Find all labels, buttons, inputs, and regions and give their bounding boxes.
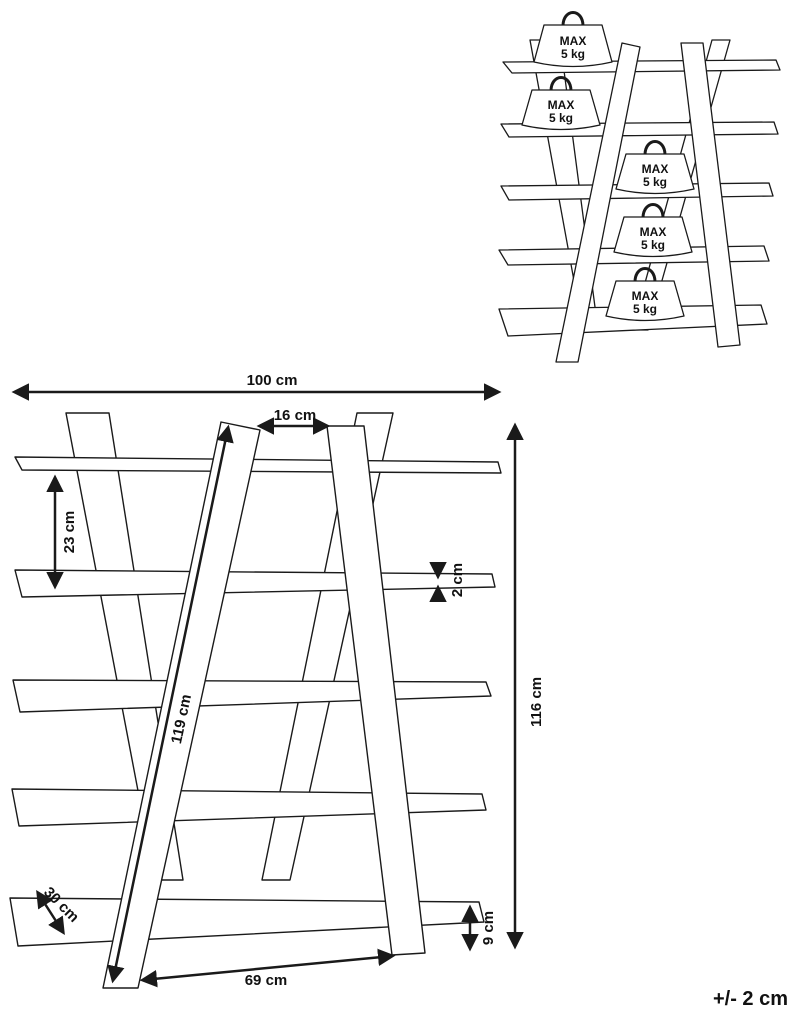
base-width-dimension-line — [139, 948, 396, 988]
shelf-4 — [11, 788, 487, 827]
weight-badge-3 — [615, 140, 695, 195]
weight-label-kg: 5 kg — [561, 47, 585, 61]
base-width-label: 69 cm — [245, 972, 288, 989]
weight-handle — [641, 203, 665, 219]
weight-label-kg: 5 kg — [633, 302, 657, 316]
total-height-label: 116 cm — [528, 677, 545, 727]
shelf-gap-label: 23 cm — [61, 511, 78, 554]
weight-label-max: MAX — [560, 34, 587, 48]
shelf-2 — [14, 569, 496, 598]
load-capacity-view — [498, 11, 781, 363]
front-leg-right — [326, 425, 426, 956]
weight-handle — [561, 11, 585, 27]
weight-label-max: MAX — [548, 98, 575, 112]
dimension-lines — [11, 383, 524, 988]
shelf-top — [14, 456, 502, 474]
tolerance-label: +/- 2 cm — [713, 988, 788, 1010]
weight-label-max: MAX — [632, 289, 659, 303]
weight-body — [613, 216, 693, 258]
weight-badge-4 — [613, 203, 693, 258]
total-width-label: 100 cm — [247, 372, 298, 389]
shelf-main-view — [9, 412, 502, 989]
weight-badge-2 — [521, 76, 601, 131]
leg-length-dimension-line — [107, 424, 234, 984]
weight-body — [521, 89, 601, 131]
depth-dimension-line — [36, 890, 65, 935]
weight-label-max: MAX — [640, 225, 667, 239]
weight-badge-1 — [533, 11, 613, 68]
weight-badge-5 — [605, 267, 685, 322]
weight-label-kg: 5 kg — [549, 111, 573, 125]
weight-handle — [633, 267, 657, 283]
weight-label-max: MAX — [642, 162, 669, 176]
weight-body — [605, 280, 685, 322]
weight-body — [533, 24, 613, 68]
weight-handle — [549, 76, 573, 92]
front-leg-left — [555, 42, 641, 363]
leg-top-width-label: 16 cm — [274, 407, 317, 424]
weight-body — [615, 153, 695, 195]
shelf-thickness-label: 2 cm — [449, 563, 466, 597]
weight-badge-labels: MAX 5 kg MAX 5 kg MAX 5 kg MAX 5 kg MAX … — [548, 34, 669, 316]
weight-handle — [643, 140, 667, 156]
weight-label-kg: 5 kg — [641, 238, 665, 252]
weight-label-kg: 5 kg — [643, 175, 667, 189]
shelf-3 — [12, 679, 492, 713]
front-leg-right — [680, 42, 741, 348]
floor-clearance-label: 9 cm — [480, 911, 497, 945]
